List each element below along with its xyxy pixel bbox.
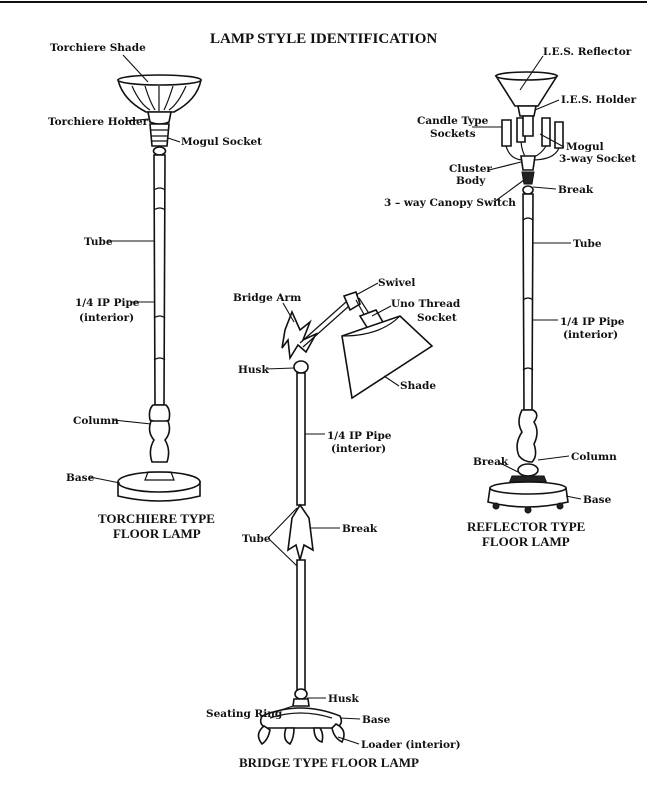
label-reflector-pipe-interior: (interior) (563, 329, 618, 341)
label-ies-holder: I.E.S. Holder (561, 94, 637, 106)
label-cluster: Cluster (449, 163, 492, 175)
label-husk-top: Husk (238, 364, 269, 376)
label-mogul: Mogul (566, 141, 604, 153)
label-cluster-body: Body (456, 175, 486, 187)
caption-reflector-line2: FLOOR LAMP (482, 534, 570, 549)
label-reflector-break-top: Break (558, 184, 594, 196)
torchiere-labels: Torchiere Shade Torchiere Holder Mogul S… (48, 42, 262, 484)
label-shade: Shade (400, 380, 436, 392)
label-torchiere-base: Base (66, 472, 95, 484)
label-uno-socket: Socket (417, 312, 457, 324)
label-bridge-pipe: 1/4 IP Pipe (327, 430, 392, 442)
label-ies-reflector: I.E.S. Reflector (543, 46, 632, 58)
label-bridge-pipe-interior: (interior) (331, 443, 386, 455)
label-bridge-break: Break (342, 523, 378, 535)
label-reflector-column: Column (571, 451, 617, 463)
label-uno-thread: Uno Thread (391, 298, 461, 310)
label-threeway-socket: 3-way Socket (559, 153, 636, 165)
label-torchiere-tube: Tube (84, 236, 113, 248)
bridge-labels: Swivel Bridge Arm Uno Thread Socket Husk… (206, 277, 461, 751)
label-torchiere-pipe: 1/4 IP Pipe (75, 297, 140, 309)
reflector-labels: I.E.S. Reflector I.E.S. Holder Candle Ty… (384, 46, 637, 506)
label-canopy-switch: 3 – way Canopy Switch (384, 197, 516, 209)
label-bridge-arm: Bridge Arm (233, 292, 301, 304)
label-torchiere-holder: Torchiere Holder (48, 116, 149, 128)
label-bridge-tube: Tube (242, 533, 271, 545)
label-seating-ring: Seating Ring (206, 708, 283, 720)
label-husk-bottom: Husk (328, 693, 359, 705)
label-reflector-tube: Tube (573, 238, 602, 250)
reflector-lamp-drawing (487, 71, 569, 514)
label-candle-sockets: Sockets (430, 128, 476, 140)
label-bridge-base: Base (362, 714, 391, 726)
label-swivel: Swivel (378, 277, 415, 289)
label-mogul-socket: Mogul Socket (181, 136, 262, 148)
label-torchiere-column: Column (73, 415, 119, 427)
diagram-title: LAMP STYLE IDENTIFICATION (210, 31, 437, 47)
caption-reflector-line1: REFLECTOR TYPE (467, 519, 585, 534)
label-torchiere-pipe-interior: (interior) (79, 312, 134, 324)
caption-torchiere-line2: FLOOR LAMP (113, 526, 201, 541)
caption-bridge: BRIDGE TYPE FLOOR LAMP (239, 755, 419, 770)
label-reflector-pipe: 1/4 IP Pipe (560, 316, 625, 328)
label-candle-type: Candle Type (417, 115, 489, 127)
label-reflector-base: Base (583, 494, 612, 506)
torchiere-lamp-drawing (116, 74, 202, 502)
label-loader: Loader (interior) (361, 739, 461, 751)
label-reflector-break-bottom: Break (473, 456, 509, 468)
caption-torchiere-line1: TORCHIERE TYPE (98, 511, 215, 526)
label-torchiere-shade: Torchiere Shade (50, 42, 146, 54)
bridge-lamp-drawing (257, 290, 434, 746)
